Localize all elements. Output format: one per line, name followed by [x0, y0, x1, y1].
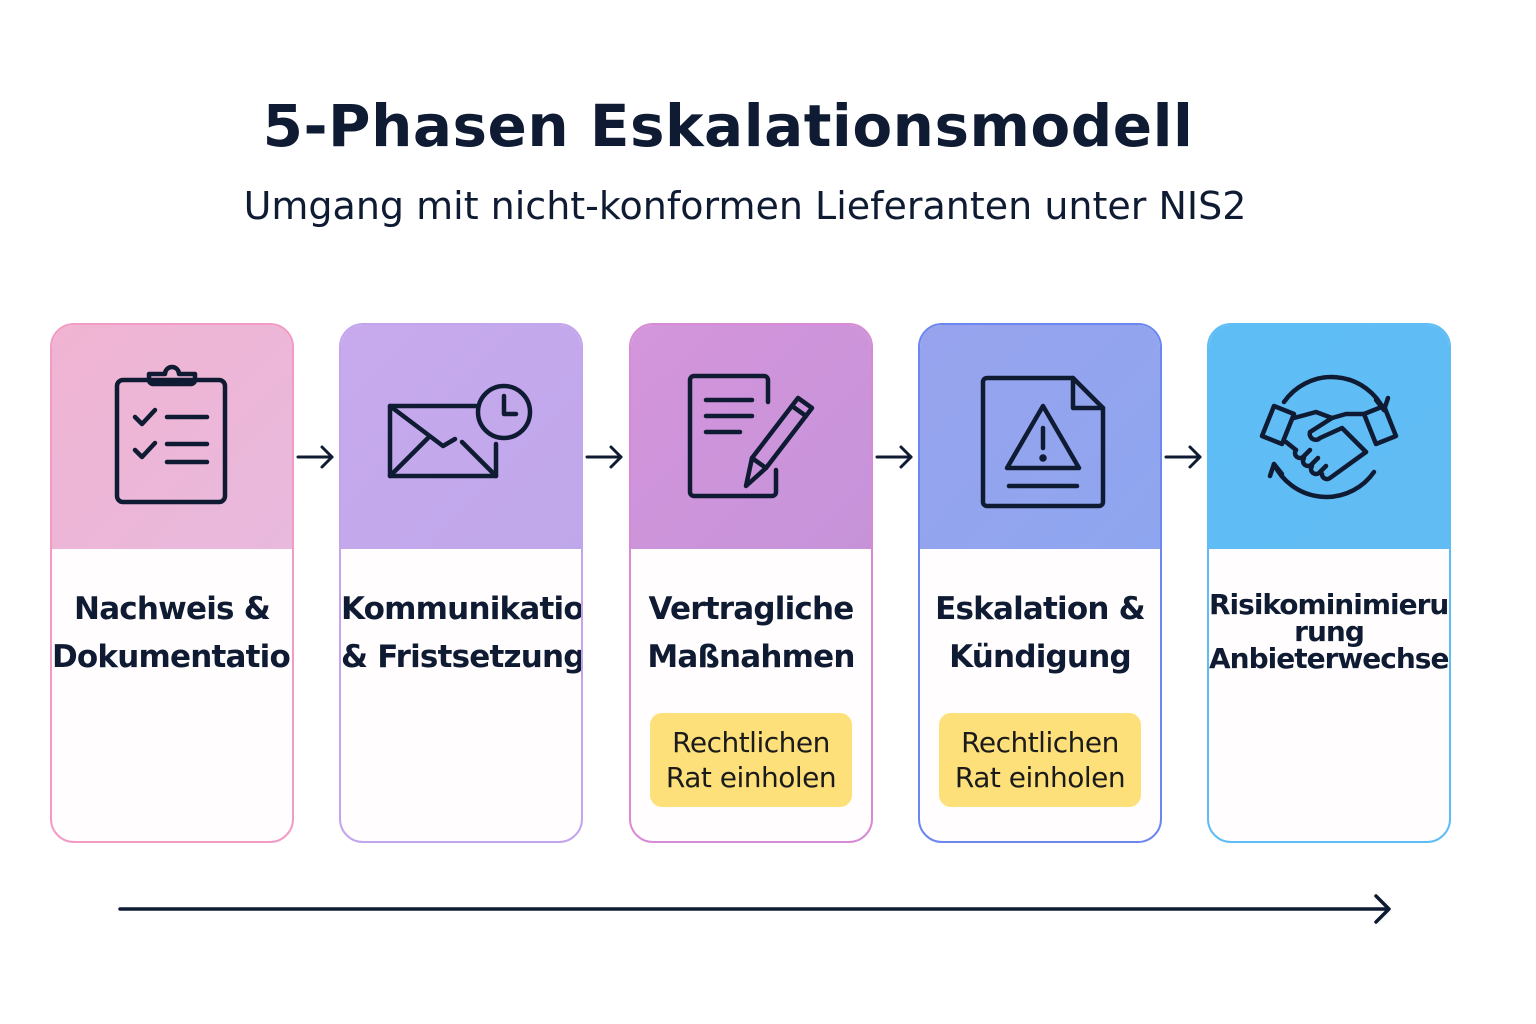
phase-5-title-line1: Risikominimieru-: [1209, 588, 1451, 621]
phase-5-header: [1209, 325, 1449, 549]
phase-card-1: Nachweis & Dokumentation: [50, 323, 294, 843]
phase-1-title: Nachweis & Dokumentation: [52, 585, 292, 681]
timeline-arrow: [118, 894, 1391, 924]
phase-5-title: Risikominimieru- rung Anbieterwechsel: [1209, 588, 1451, 675]
phase-3-title-line2: Maßnahmen: [647, 639, 855, 675]
arrow-right-icon: [585, 445, 623, 469]
legal-advice-badge: Rechtlichen Rat einholen: [939, 713, 1141, 807]
phase-3-title-line1: Vertragliche: [648, 591, 855, 627]
diagram-subtitle: Umgang mit nicht-konformen Lieferanten u…: [243, 184, 1247, 228]
phase-card-2: Kommunikation & Fristsetzung: [339, 323, 583, 843]
arrow-right-icon: [875, 445, 913, 469]
phase-card-4: Eskalation & Kündigung Rechtlichen Rat e…: [918, 323, 1162, 843]
phase-1-title-line2: Dokumentation: [52, 639, 294, 675]
phase-card-5: Risikominimieru- rung Anbieterwechsel: [1207, 323, 1451, 843]
phase-4-header: [920, 325, 1160, 549]
diagram-title: 5-Phasen Eskalationsmodell: [262, 92, 1194, 160]
handshake-cycle-icon: [1259, 374, 1399, 500]
phase-4-title-line1: Eskalation &: [935, 591, 1146, 627]
phase-4-title: Eskalation & Kündigung: [920, 585, 1160, 681]
phase-2-title-line1: Kommunikation: [341, 591, 583, 627]
phase-2-title: Kommunikation & Fristsetzung: [341, 585, 581, 681]
phase-5-title-line3: Anbieterwechsel: [1209, 642, 1451, 675]
badge-line2: Rat einholen: [665, 761, 837, 794]
document-warning-icon: [980, 375, 1106, 509]
phase-2-header: [341, 325, 581, 549]
arrow-right-icon: [296, 445, 334, 469]
phase-4-title-line2: Kündigung: [949, 639, 1132, 675]
arrow-right-icon: [1164, 445, 1202, 469]
legal-advice-badge: Rechtlichen Rat einholen: [650, 713, 852, 807]
phase-2-title-line2: & Fristsetzung: [341, 639, 583, 675]
phase-1-header: [52, 325, 292, 549]
envelope-clock-icon: [387, 383, 533, 479]
phase-card-3: Vertragliche Maßnahmen Rechtlichen Rat e…: [629, 323, 873, 843]
badge-line1: Rechtlichen: [961, 726, 1119, 759]
clipboard-checklist-icon: [114, 364, 228, 505]
phase-5-title-line2: rung: [1294, 615, 1365, 648]
badge-line1: Rechtlichen: [672, 726, 830, 759]
badge-line2: Rat einholen: [954, 761, 1126, 794]
phase-3-header: [631, 325, 871, 549]
document-pen-icon: [687, 373, 815, 499]
phase-3-title: Vertragliche Maßnahmen: [631, 585, 871, 681]
phase-1-title-line1: Nachweis &: [74, 591, 271, 627]
